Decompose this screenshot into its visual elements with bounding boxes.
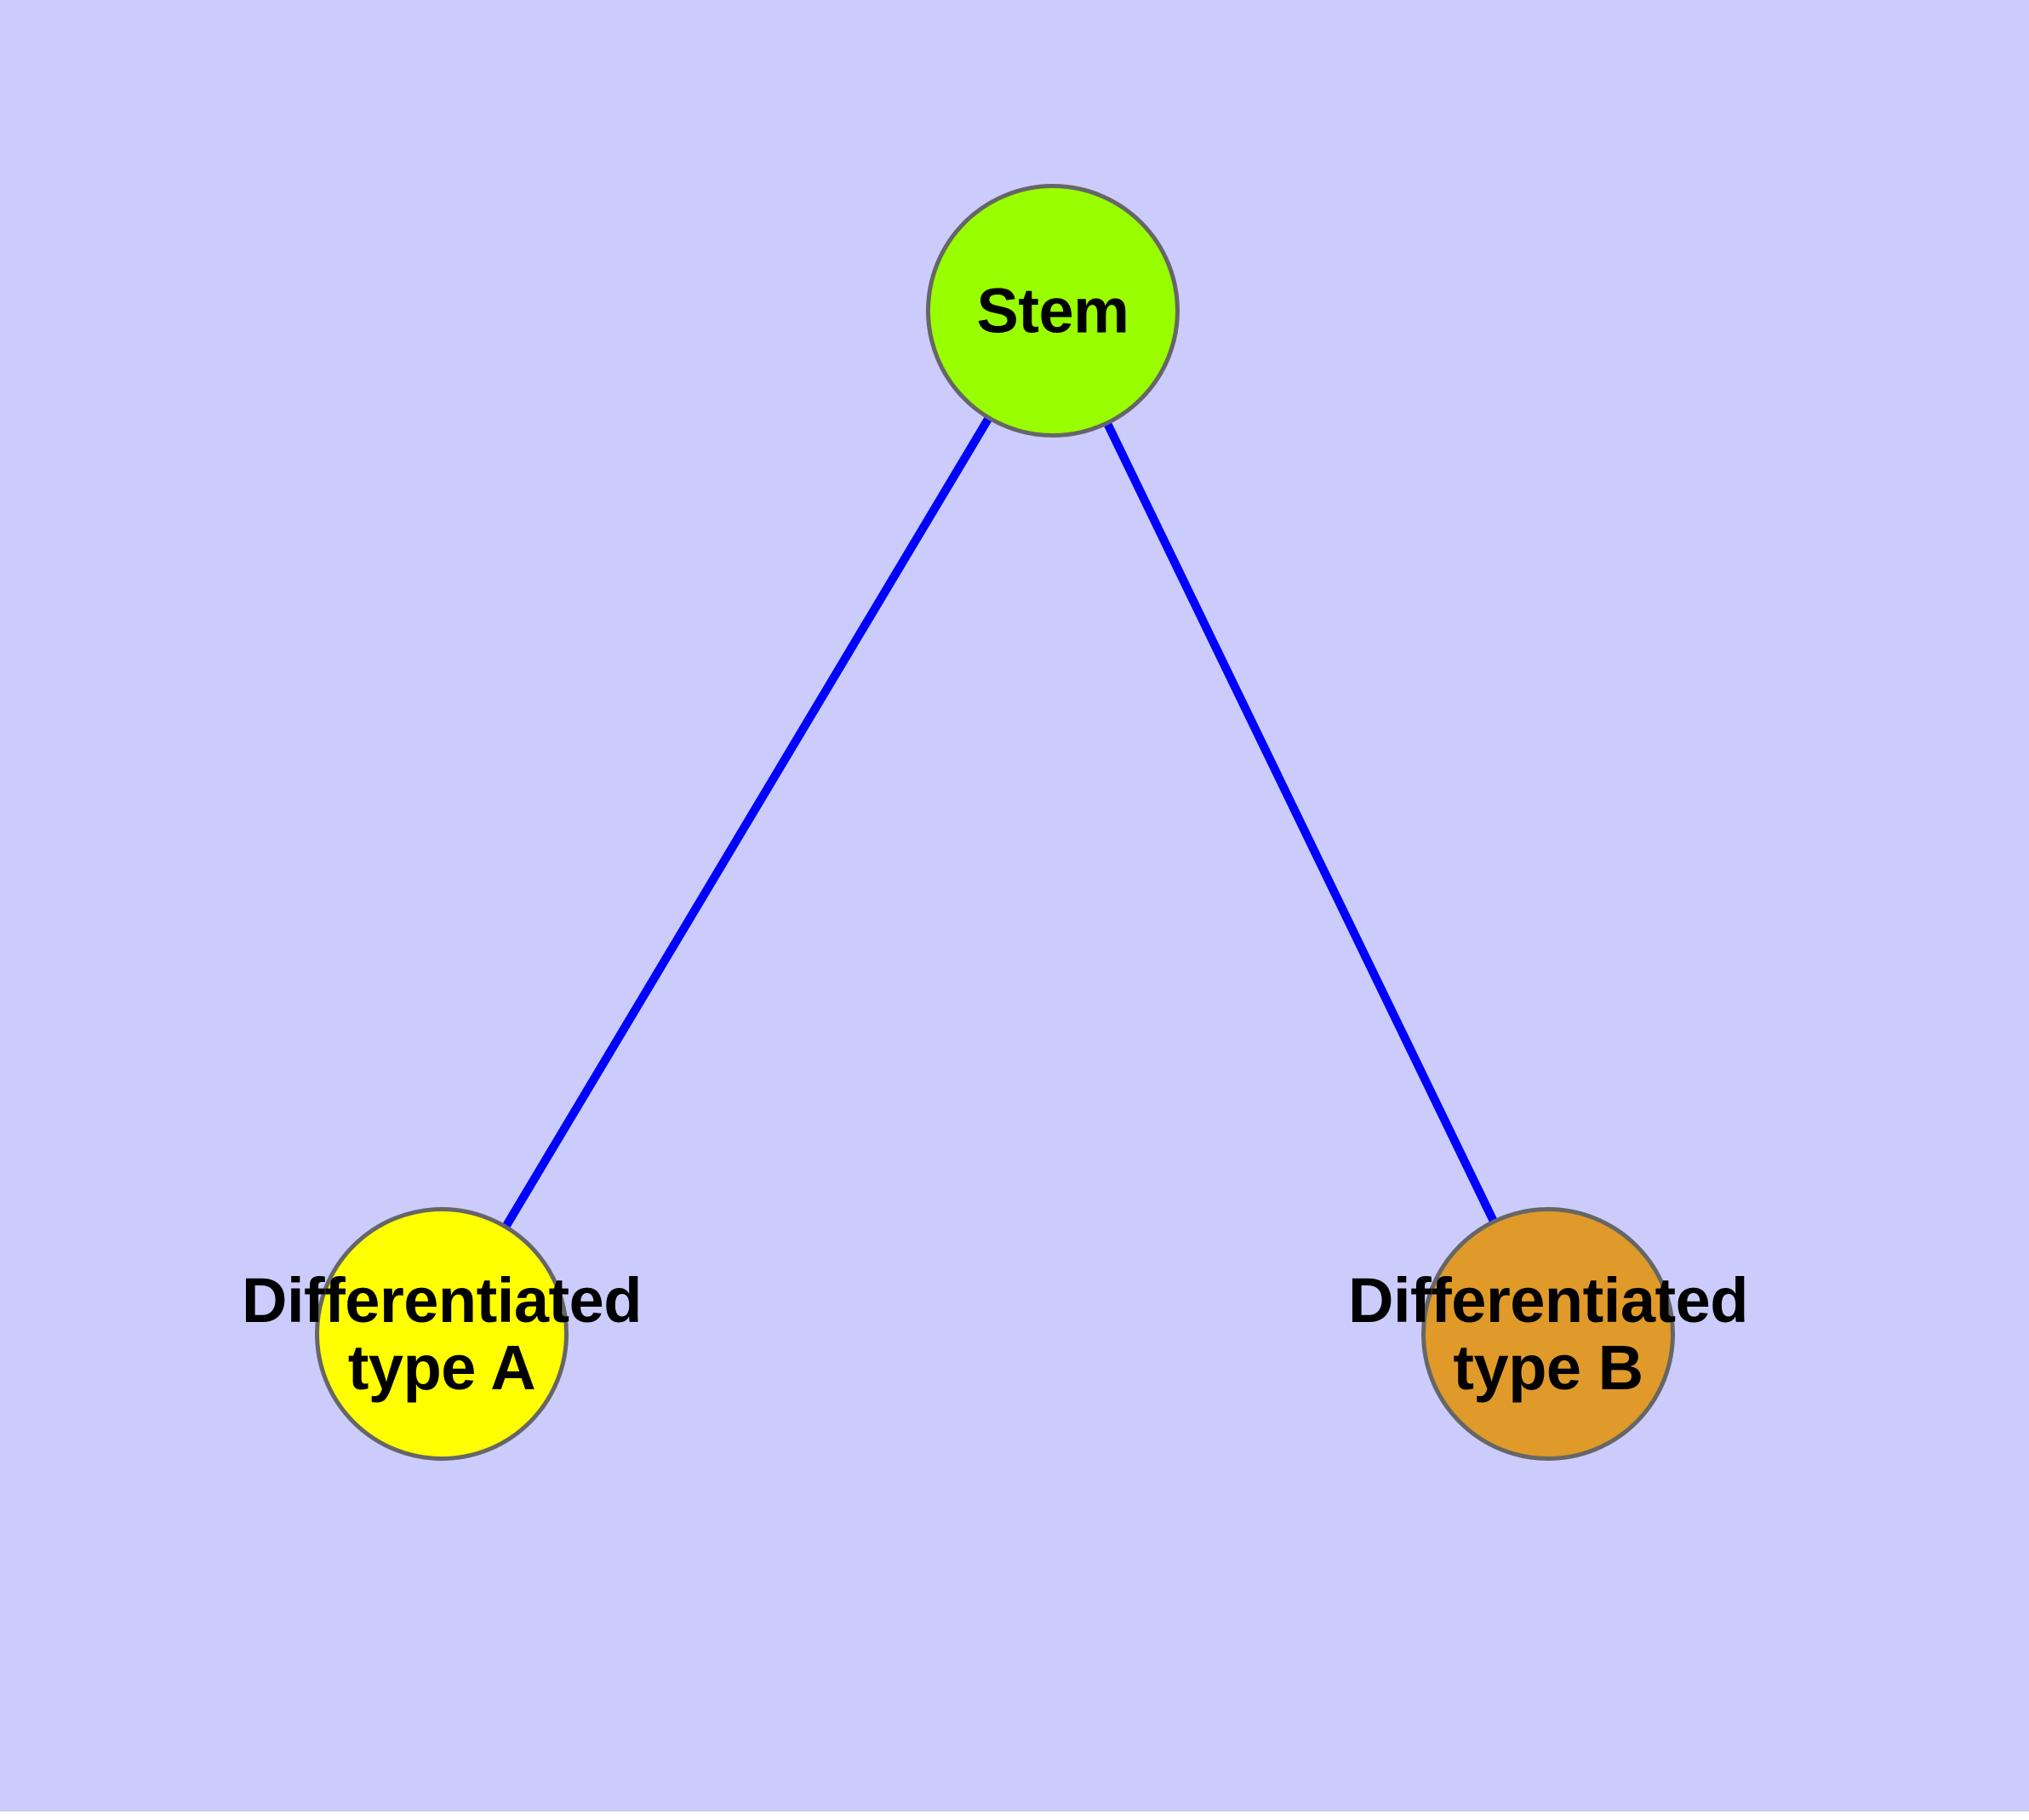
graph-node-stem[interactable]: [926, 184, 1180, 438]
graph-node-diff_b[interactable]: [1421, 1207, 1675, 1461]
edges-layer: [501, 414, 1499, 1231]
graph-node-diff_a[interactable]: [315, 1207, 569, 1461]
nodes-layer: [315, 184, 1675, 1461]
graph-edge: [501, 414, 993, 1231]
graph-edge: [1102, 420, 1499, 1225]
